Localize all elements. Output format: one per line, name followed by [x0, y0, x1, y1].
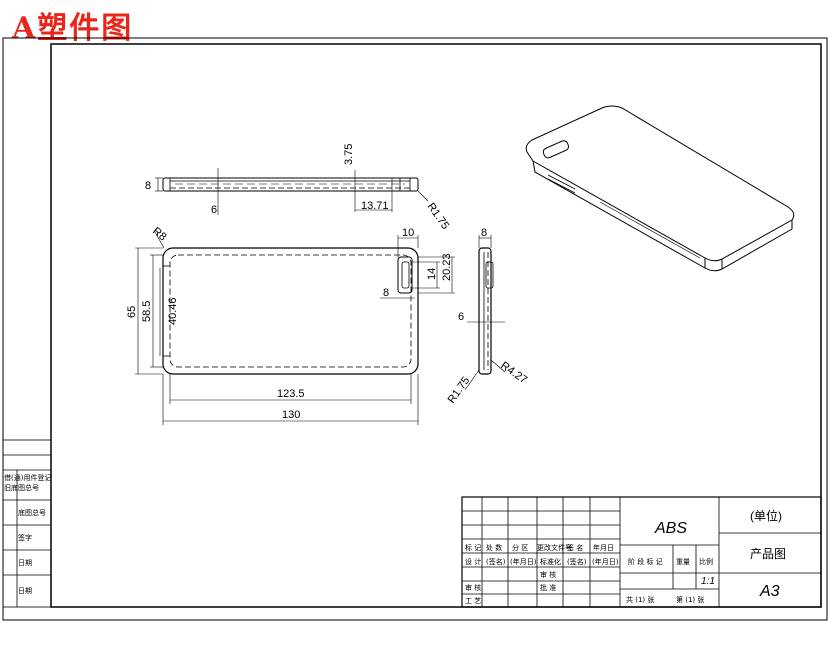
left-row-4: 签字: [18, 533, 32, 542]
tb-sheet-size: A3: [759, 583, 780, 600]
dim-cam-height: 20.23: [441, 253, 453, 281]
dim-top-radius: R1.75: [425, 201, 452, 232]
inner-border: [50, 43, 822, 608]
dim-width-inner: 123.5: [277, 388, 305, 400]
dim-side-thickness: 8: [145, 180, 151, 192]
tb-h-5: 年月日: [593, 543, 614, 552]
left-row-3: 底图总号: [18, 508, 46, 517]
tb-unit: (单位): [750, 508, 782, 523]
tb-h-1: 处 数: [486, 543, 502, 552]
title-block: [461, 496, 822, 608]
side-view: [155, 168, 429, 215]
dim-corner-radius: R8: [150, 225, 168, 243]
dim-end-radius-2: R1.75: [446, 375, 473, 406]
tb-h-3: 更改文件号: [537, 543, 572, 552]
dim-end-radius-1: R4.27: [498, 360, 529, 387]
isometric-view: [525, 105, 795, 272]
dim-cam-width: 10: [402, 227, 414, 239]
tb-r2-5: (年月日): [592, 557, 619, 566]
left-row-5: 日期: [18, 559, 32, 567]
tb-r4-0: 审 核: [465, 583, 481, 592]
tb-r2-1: (签名): [486, 557, 506, 566]
left-block: [2, 439, 52, 608]
front-view: [135, 231, 455, 425]
dim-top-step: 3.75: [343, 144, 355, 165]
dim-height-outer: 65: [126, 306, 138, 318]
left-row-6: 日期: [18, 587, 32, 595]
dim-end-thickness: 8: [481, 227, 487, 239]
dim-cam-inner: 14: [426, 268, 438, 280]
tb-r2-3: 标准化: [540, 557, 561, 566]
tb-r4-3: 批 准: [540, 583, 556, 592]
tb-scale-value: 1:1: [701, 576, 715, 587]
tb-scale-label: 比例: [699, 557, 713, 566]
tb-h-2: 分 区: [512, 543, 528, 552]
tb-weight: 重量: [676, 558, 690, 566]
tb-sheet-no: 第 (1) 张: [676, 595, 704, 604]
left-row-2: 旧底图总号: [4, 483, 39, 492]
end-view: [464, 235, 506, 391]
tb-h-4: 签 名: [567, 543, 583, 552]
dim-cam-offset: 8: [383, 287, 389, 299]
tb-r2-4: (签名): [567, 557, 587, 566]
dim-width-outer: 130: [282, 409, 300, 421]
dim-top-len: 13.71: [361, 200, 389, 212]
dim-side-wall: 6: [211, 204, 217, 216]
tb-material: ABS: [654, 520, 687, 537]
outer-border: [2, 37, 828, 621]
tb-sheet-count: 共 (1) 张: [626, 595, 654, 604]
tb-r3-3: 审 核: [540, 570, 556, 579]
tb-stage: 阶 段 标 记: [628, 557, 663, 566]
tb-h-0: 标 记: [465, 543, 481, 552]
tb-r2-2: (年月日): [510, 557, 537, 566]
dim-height-inner: 58.5: [141, 301, 153, 322]
left-row-1: 借(通)用件登记: [4, 473, 51, 482]
dim-end-wall: 6: [458, 311, 464, 323]
tb-r2-0: 设 计: [465, 557, 481, 566]
dim-height-slot: 40.46: [167, 297, 179, 325]
tb-drawing-name: 产品图: [750, 547, 786, 561]
tb-r5-0: 工 艺: [465, 597, 481, 605]
